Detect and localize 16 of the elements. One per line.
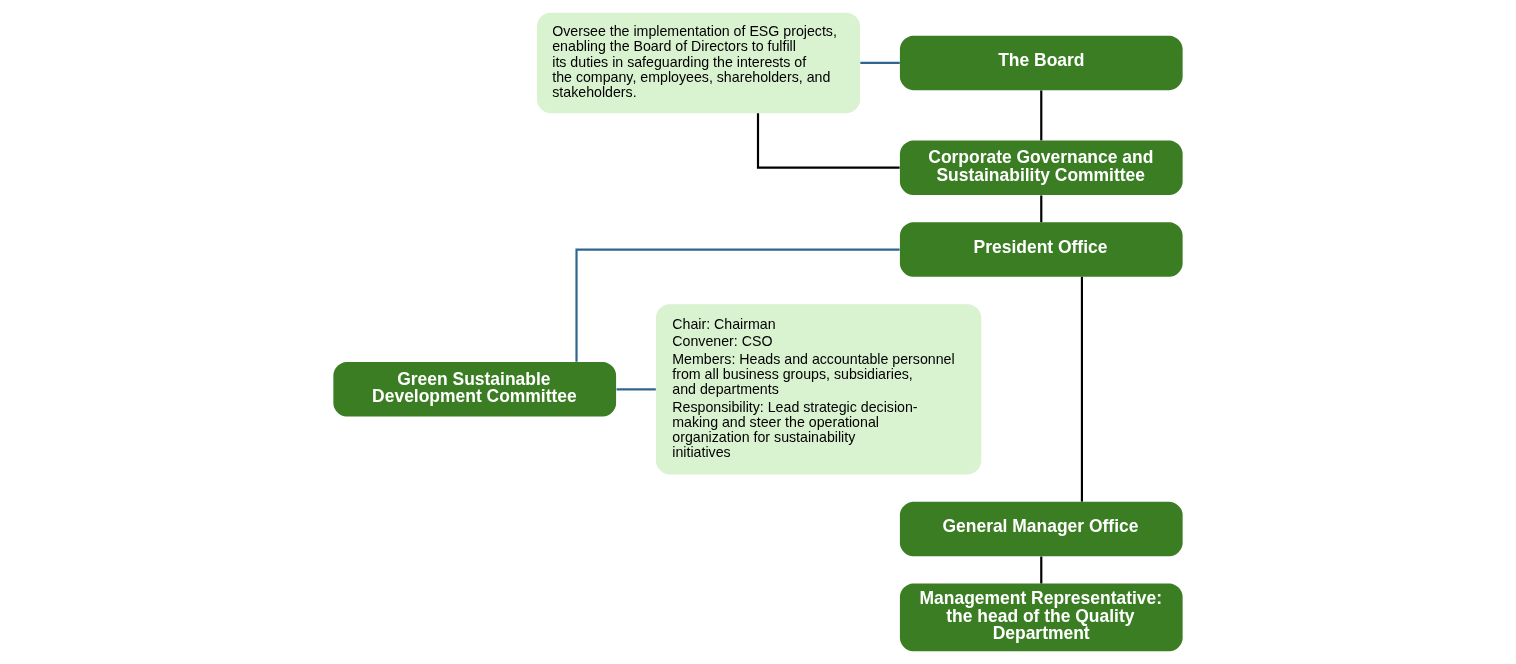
connector bbox=[1040, 90, 1043, 141]
node-box: The Board bbox=[899, 35, 1183, 91]
node-box: Chair: Chairman Convener: CSO Members: Heads and accountable personnel from all business groups, subsidiaries, and departments Responsibility: Lead strategic decision-making and steer the operational organization for sustainability initiatives bbox=[655, 304, 982, 475]
connector bbox=[1040, 556, 1043, 584]
connector bbox=[1040, 195, 1043, 223]
connector bbox=[1080, 276, 1083, 502]
node-box: Oversee the implementation of ESG projects, enabling the Board of Directors to fulfill its duties in safeguarding the interests of the company, employees, shareholders, and stakeholders. bbox=[536, 12, 861, 114]
connector bbox=[575, 248, 900, 362]
connector bbox=[616, 388, 656, 391]
node-box: General Manager Office bbox=[899, 501, 1183, 557]
node-box: President Office bbox=[899, 222, 1183, 277]
connector bbox=[860, 61, 900, 64]
connector bbox=[756, 113, 900, 169]
node-box: Management Representative: the head of the Quality Department bbox=[899, 583, 1183, 652]
node-box: Green Sustainable Development Committee bbox=[333, 362, 617, 417]
node-box: Corporate Governance and Sustainability Committee bbox=[899, 140, 1183, 195]
